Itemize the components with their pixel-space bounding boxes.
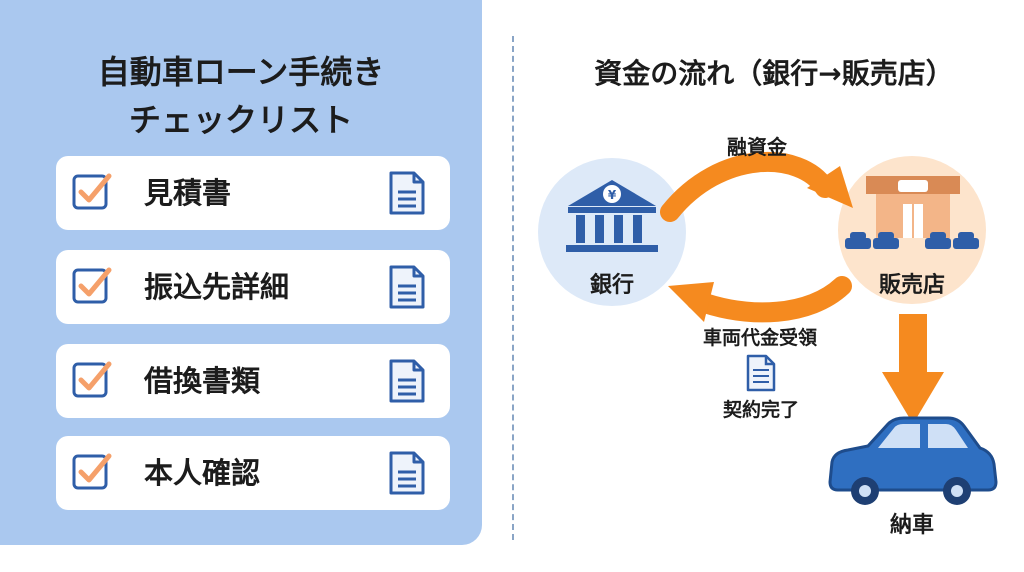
checkbox-checked-icon[interactable] <box>72 452 112 492</box>
checklist-item-label: 本人確認 <box>144 456 261 490</box>
document-icon <box>389 171 425 215</box>
dealer-building-icon <box>866 176 960 238</box>
bank-icon: ¥ <box>566 180 658 252</box>
bank-label: 銀行 <box>590 272 634 298</box>
checklist-item-label: 振込先詳細 <box>144 270 290 304</box>
dealer-label: 販売店 <box>879 272 945 298</box>
checklist-title-line1: 自動車ローン手続き <box>97 53 385 91</box>
bank-circle <box>538 158 686 306</box>
checklist-item-label: 借換書類 <box>144 364 261 398</box>
dealer-node: 販売店 <box>838 156 986 304</box>
bank-node: ¥ 銀行 <box>538 158 686 306</box>
dealer-cars-icon <box>845 232 979 249</box>
flow-title: 資金の流れ（銀行→販売店） <box>594 57 954 90</box>
checklist-title-line2: チェックリスト <box>128 101 353 139</box>
checkbox-checked-icon[interactable] <box>72 360 112 400</box>
checklist-panel: 自動車ローン手続き チェックリスト 見積書 振込先詳細 <box>0 0 482 545</box>
delivery-arrow <box>882 314 944 424</box>
checkbox-checked-icon[interactable] <box>72 266 112 306</box>
loan-arrow <box>660 152 853 222</box>
checklist-item-label: 見積書 <box>144 176 232 210</box>
checklist-item-refinance-docs[interactable]: 借換書類 <box>56 344 450 418</box>
delivery-label: 納車 <box>890 512 934 538</box>
payment-arrow-label: 車両代金受領 <box>703 326 818 349</box>
checklist-title: 自動車ローン手続き チェックリスト <box>0 48 482 144</box>
payment-arrow <box>668 276 852 323</box>
car-icon <box>828 416 998 505</box>
document-icon <box>389 451 425 495</box>
checkbox-checked-icon[interactable] <box>72 172 112 212</box>
document-icon <box>389 359 425 403</box>
checklist-item-estimate[interactable]: 見積書 <box>56 156 450 230</box>
document-icon <box>389 265 425 309</box>
document-icon <box>746 354 776 392</box>
checklist-item-transfer-details[interactable]: 振込先詳細 <box>56 250 450 324</box>
section-divider <box>512 36 514 540</box>
loan-arrow-label: 融資金 <box>727 135 788 159</box>
svg-text:¥: ¥ <box>608 188 617 202</box>
contract-label: 契約完了 <box>722 398 799 421</box>
checklist-item-identity[interactable]: 本人確認 <box>56 436 450 510</box>
